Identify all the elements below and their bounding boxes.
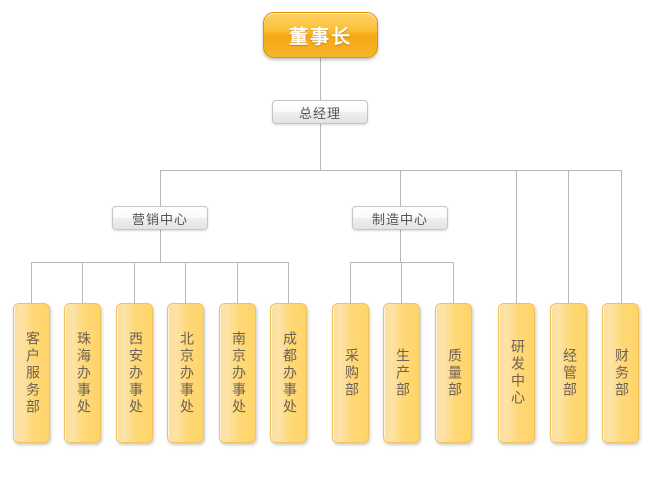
node-nanjing-office-label: 南京办事处 xyxy=(229,330,246,416)
connector-top-bus xyxy=(160,170,622,171)
node-production-dept-label: 生产部 xyxy=(393,347,410,399)
connector-marketing-drop-5 xyxy=(237,262,238,303)
connector-marketing-bus xyxy=(31,262,289,263)
node-chengdu-office[interactable]: 成都办事处 xyxy=(270,303,307,443)
node-procurement-dept[interactable]: 采购部 xyxy=(332,303,369,443)
node-management-dept[interactable]: 经管部 xyxy=(550,303,587,443)
connector-marketing-drop-6 xyxy=(288,262,289,303)
node-zhuhai-office-label: 珠海办事处 xyxy=(74,330,91,416)
connector-manufacturing-drop-1 xyxy=(350,262,351,303)
node-general-manager[interactable]: 总经理 xyxy=(272,100,368,124)
connector-bus-to-marketing xyxy=(160,170,161,206)
node-xian-office[interactable]: 西安办事处 xyxy=(116,303,153,443)
connector-bus-to-manufacturing xyxy=(400,170,401,206)
node-zhuhai-office[interactable]: 珠海办事处 xyxy=(64,303,101,443)
node-manufacturing-center-label: 制造中心 xyxy=(371,212,428,228)
node-xian-office-label: 西安办事处 xyxy=(126,330,143,416)
connector-bus-to-management xyxy=(568,170,569,303)
connector-marketing-drop-4 xyxy=(185,262,186,303)
node-general-manager-label: 总经理 xyxy=(298,106,341,122)
node-quality-dept[interactable]: 质量部 xyxy=(435,303,472,443)
connector-bus-to-rd xyxy=(516,170,517,303)
connector-manufacturing-drop-3 xyxy=(453,262,454,303)
connector-gm-to-bus xyxy=(320,124,321,170)
node-beijing-office[interactable]: 北京办事处 xyxy=(167,303,204,443)
connector-root-to-gm xyxy=(320,58,321,100)
node-rd-center[interactable]: 研发中心 xyxy=(498,303,535,443)
node-marketing-center-label: 营销中心 xyxy=(131,212,188,228)
node-quality-dept-label: 质量部 xyxy=(445,347,462,399)
node-nanjing-office[interactable]: 南京办事处 xyxy=(219,303,256,443)
node-beijing-office-label: 北京办事处 xyxy=(177,330,194,416)
connector-manufacturing-drop-2 xyxy=(401,262,402,303)
connector-marketing-drop-1 xyxy=(31,262,32,303)
connector-manufacturing-bus xyxy=(350,262,454,263)
node-management-dept-label: 经管部 xyxy=(560,347,577,399)
node-finance-dept[interactable]: 财务部 xyxy=(602,303,639,443)
node-customer-service-dept[interactable]: 客户服务部 xyxy=(13,303,50,443)
node-chairman-label: 董事长 xyxy=(288,25,352,48)
connector-bus-to-finance xyxy=(621,170,622,303)
node-manufacturing-center[interactable]: 制造中心 xyxy=(352,206,448,230)
connector-marketing-drop-2 xyxy=(82,262,83,303)
connector-marketing-stem xyxy=(160,230,161,262)
node-rd-center-label: 研发中心 xyxy=(508,339,525,407)
node-production-dept[interactable]: 生产部 xyxy=(383,303,420,443)
node-finance-dept-label: 财务部 xyxy=(612,347,629,399)
node-customer-service-dept-label: 客户服务部 xyxy=(23,330,40,416)
node-procurement-dept-label: 采购部 xyxy=(342,347,359,399)
connector-marketing-drop-3 xyxy=(134,262,135,303)
node-chairman[interactable]: 董事长 xyxy=(263,12,378,58)
node-marketing-center[interactable]: 营销中心 xyxy=(112,206,208,230)
node-chengdu-office-label: 成都办事处 xyxy=(280,330,297,416)
connector-manufacturing-stem xyxy=(400,230,401,262)
